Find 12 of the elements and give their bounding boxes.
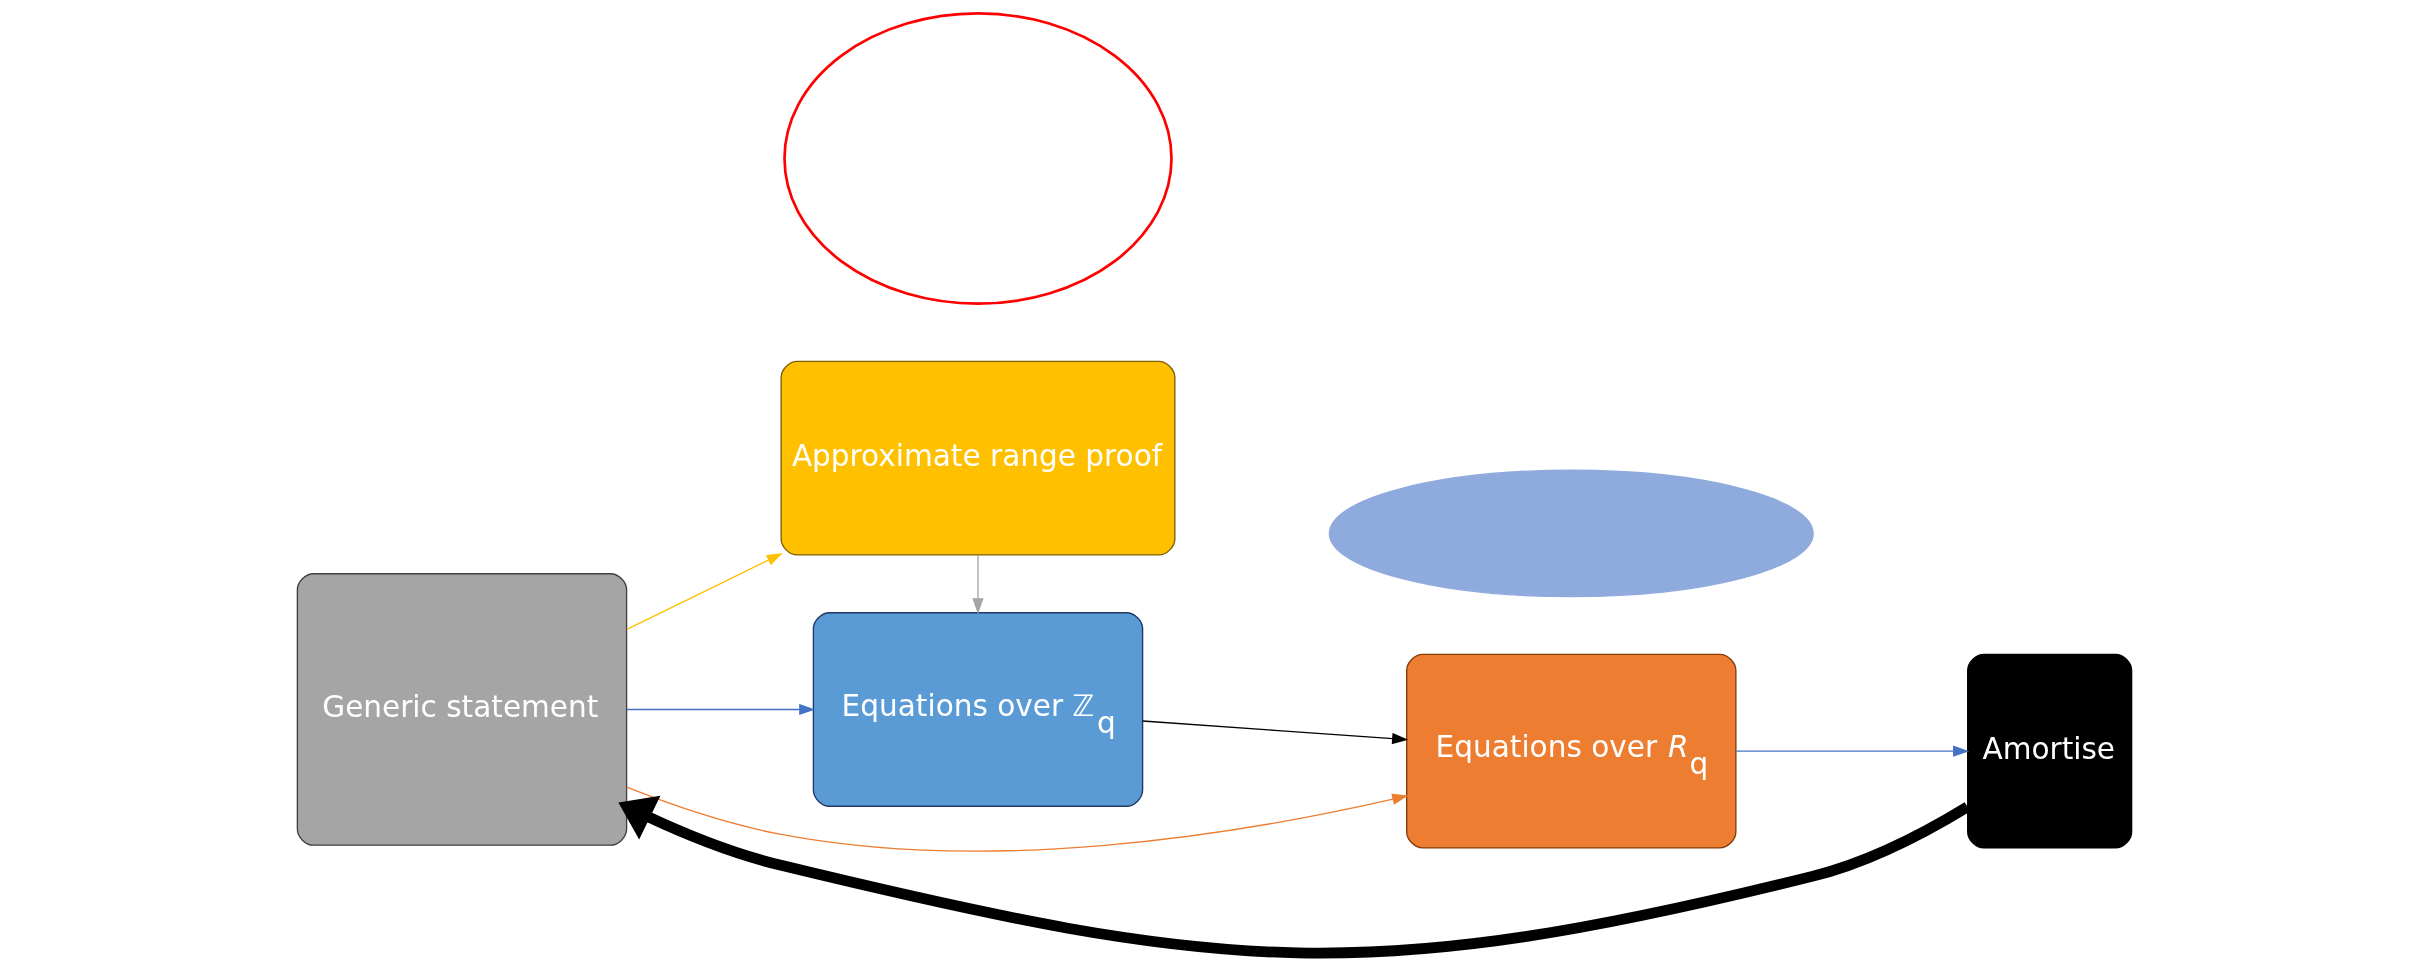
node-box: Generic statement [296,573,627,846]
arrow [625,786,1408,852]
arrow [625,553,783,631]
arrow [1141,720,1408,745]
node-ellipse [782,12,1173,305]
arrow [971,554,984,615]
node-box: Amortise [1966,653,2132,849]
arrow [617,795,1970,959]
arrow [1735,745,1969,757]
node-box: Approximate range proof [779,360,1176,556]
arrow [625,703,815,716]
node-cloud [1328,469,1814,598]
